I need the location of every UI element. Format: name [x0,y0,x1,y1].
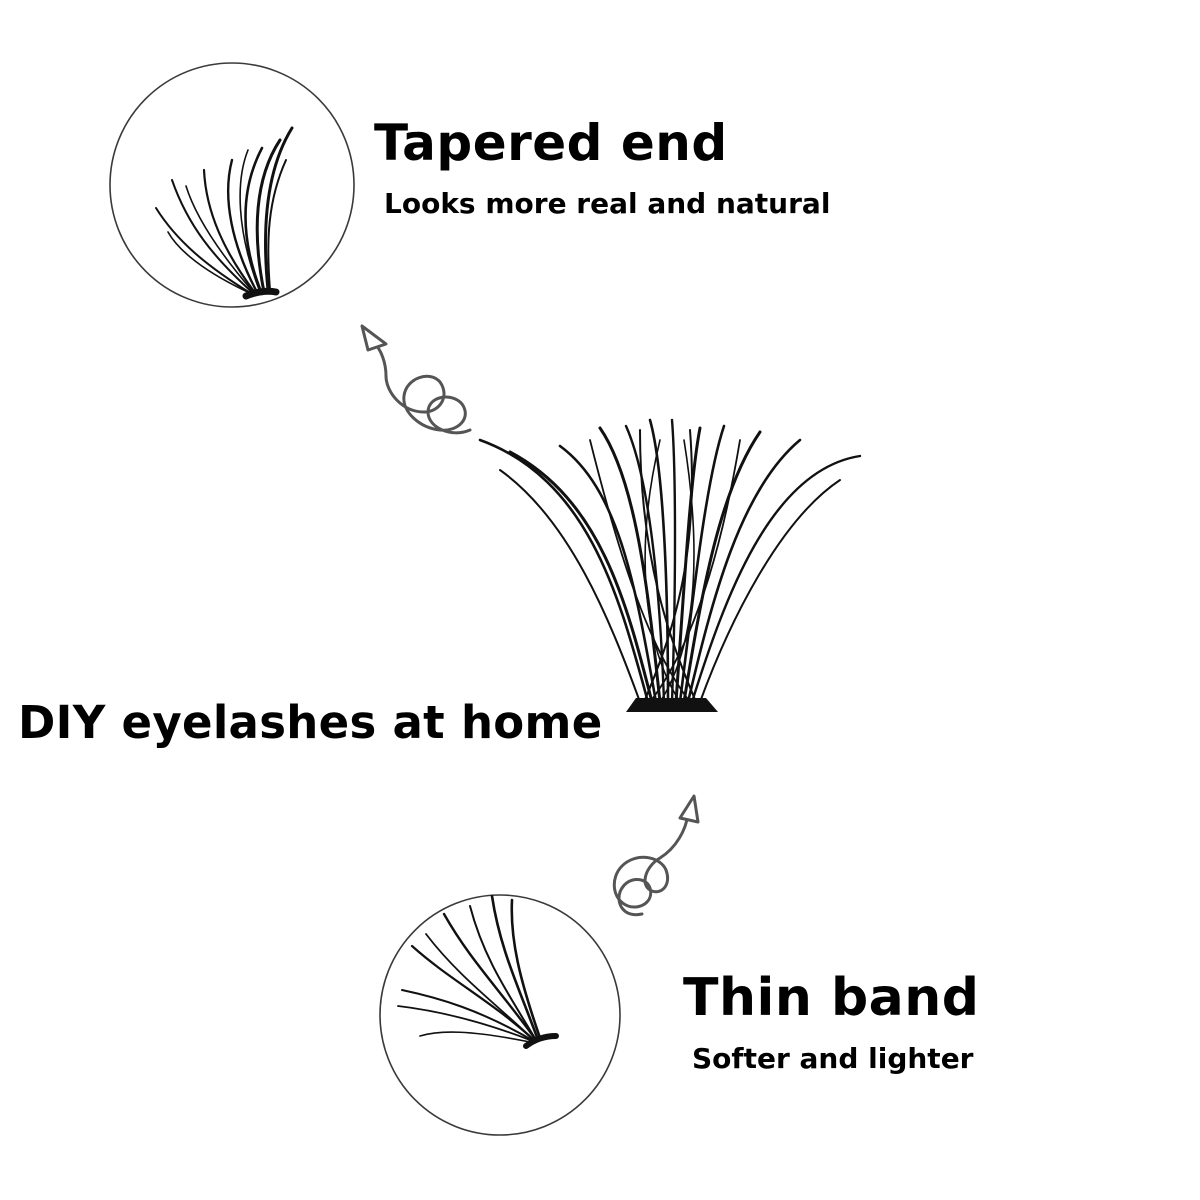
tapered-end-title: Tapered end [374,114,728,172]
tapered-lash-closeup [155,126,294,300]
main-caption: DIY eyelashes at home [18,696,603,749]
spiral-arrow-icon [360,324,472,435]
tapered-end-zoom-circle [109,62,355,308]
lash-cluster-illustration [478,418,862,704]
thin-band-subtitle: Softer and lighter [692,1042,974,1075]
thin-band-title: Thin band [683,968,980,1028]
spiral-arrow-icon [612,794,700,917]
lash-band [626,698,718,712]
tapered-end-subtitle: Looks more real and natural [384,187,831,220]
thin-band-lash-closeup [397,894,559,1049]
thin-band-zoom-circle [379,894,621,1136]
